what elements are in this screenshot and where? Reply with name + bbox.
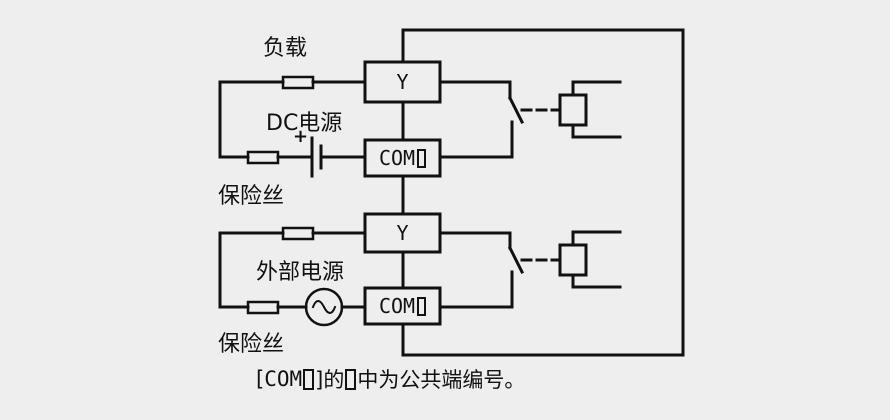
terminal-com-top bbox=[363, 138, 442, 178]
fuse-bottom-label: 保险丝 bbox=[218, 332, 285, 357]
plus-sign: + bbox=[293, 126, 309, 147]
load-label: 负载 bbox=[263, 36, 308, 61]
relay-contact-bottom bbox=[507, 245, 525, 275]
fuse-bottom bbox=[246, 300, 280, 315]
terminal-y-top bbox=[363, 60, 442, 104]
placeholder-square bbox=[345, 368, 357, 390]
relay-coil-top bbox=[558, 93, 588, 127]
load-fuse-bottom bbox=[281, 226, 315, 241]
terminal-y-bottom bbox=[363, 212, 442, 254]
terminal-com-bottom bbox=[363, 286, 442, 326]
placeholder-square bbox=[303, 368, 315, 390]
fuse-top bbox=[246, 150, 280, 165]
ac-wave bbox=[311, 300, 337, 314]
fuse-top-label: 保险丝 bbox=[218, 184, 285, 209]
relay-coil-bottom bbox=[558, 243, 588, 277]
load-fuse-top bbox=[281, 75, 315, 90]
caption: [ COM ]的 中为公共端编号。 bbox=[256, 367, 526, 392]
relay-contact-top bbox=[507, 95, 525, 125]
dc-source-label: DC电源 bbox=[266, 111, 343, 136]
external-source-label: 外部电源 bbox=[256, 260, 345, 285]
